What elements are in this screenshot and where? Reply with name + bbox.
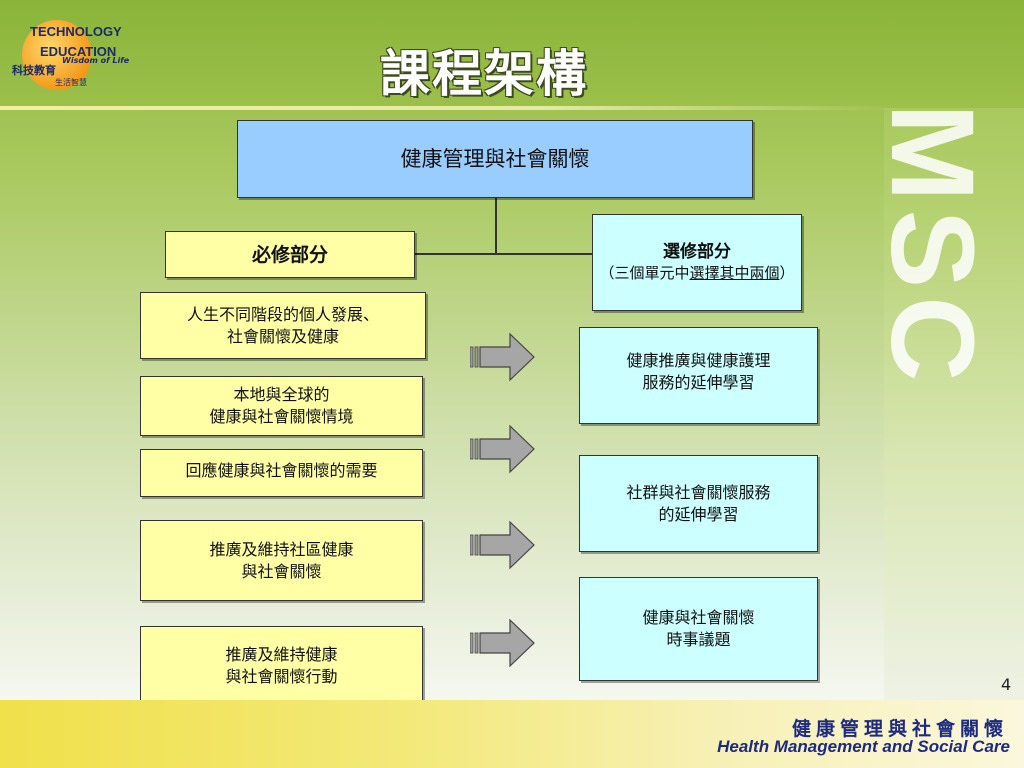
required-item-3: 回應健康與社會關懷的需要 <box>140 449 423 497</box>
header-rule <box>0 106 900 110</box>
logo-text-line1: TECHNOLOGY <box>30 24 122 39</box>
elective-header: 選修部分 （三個單元中選擇其中兩個） <box>592 214 802 311</box>
side-watermark: HMSC <box>866 10 998 390</box>
right-arrow-icon <box>470 520 535 570</box>
required-label: 必修部分 <box>251 243 328 266</box>
connector-root-down <box>495 198 497 254</box>
logo-emblem <box>22 20 92 90</box>
logo-chinese-text: 科技教育 <box>12 64 56 77</box>
root-box: 健康管理與社會關懷 <box>237 120 753 198</box>
side-band <box>884 0 1024 700</box>
slide-title: 課程架構 <box>380 44 588 103</box>
elective-item-1: 健康推廣與健康護理 服務的延伸學習 <box>579 327 818 424</box>
elective-label: 選修部分 <box>663 242 731 262</box>
required-header: 必修部分 <box>165 231 415 278</box>
required-item-1: 人生不同階段的個人發展、 社會關懷及健康 <box>140 292 426 359</box>
right-arrow-icon <box>470 332 535 382</box>
footer-english-title: Health Management and Social Care <box>717 737 1010 756</box>
footer-chinese-title: 健康管理與社會關懷 <box>791 718 1008 740</box>
right-arrow-icon <box>470 618 535 668</box>
logo-tagline: Wisdom of Life <box>62 56 130 65</box>
logo-text-line2: EDUCATION <box>40 44 117 59</box>
elective-note: （三個單元中選擇其中兩個） <box>599 264 795 282</box>
header-band <box>0 0 1024 108</box>
right-arrow-icon <box>470 424 535 474</box>
required-item-5: 推廣及維持健康 與社會關懷行動 <box>140 626 423 706</box>
root-label: 健康管理與社會關懷 <box>400 147 590 171</box>
required-item-4: 推廣及維持社區健康 與社會關懷 <box>140 520 423 601</box>
footer-band <box>0 700 1024 768</box>
elective-item-3: 健康與社會關懷 時事議題 <box>579 577 818 681</box>
elective-item-2: 社群與社會關懷服務 的延伸學習 <box>579 455 818 552</box>
page-number: 4 <box>1001 675 1012 694</box>
required-item-2: 本地與全球的 健康與社會關懷情境 <box>140 376 423 436</box>
logo-small-text: 生活智慧 <box>55 78 87 87</box>
connector-horizontal <box>415 253 593 255</box>
